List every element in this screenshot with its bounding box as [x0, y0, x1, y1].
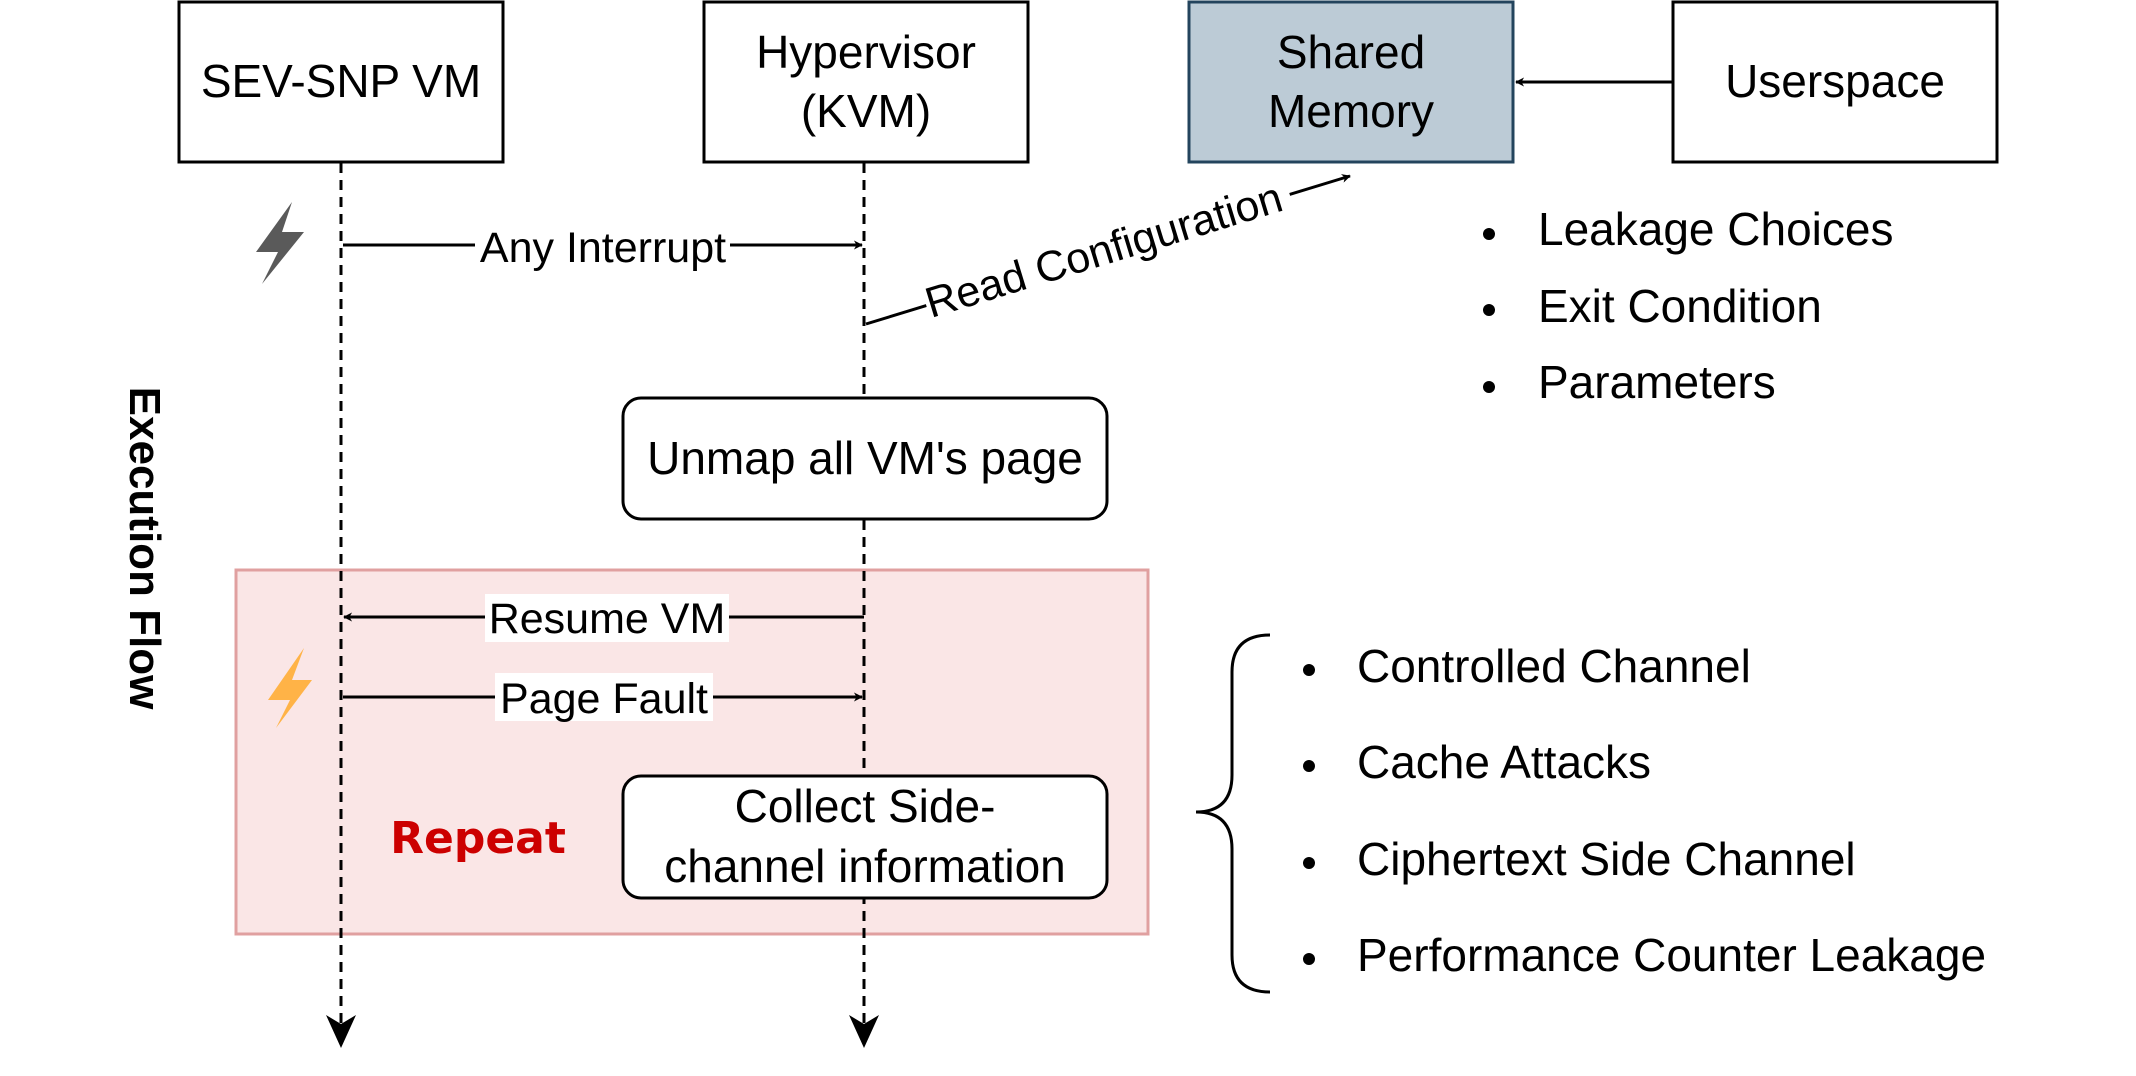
hypervisor-label-line2: (KVM) [801, 85, 931, 137]
vm-actor-label: SEV-SNP VM [201, 55, 481, 107]
page-fault-message: Page Fault [343, 673, 863, 723]
shared-memory-label-line1: Shared [1277, 26, 1425, 78]
read-configuration-label: Read Configuration [920, 173, 1288, 327]
userspace-box: Userspace [1671, 0, 1999, 164]
config-item-exit-condition: Exit Condition [1538, 280, 1822, 332]
channel-item-controlled: Controlled Channel [1357, 640, 1751, 692]
collect-step-label-line2: channel information [664, 840, 1065, 892]
shared-memory-label-line2: Memory [1268, 85, 1434, 137]
resume-vm-label: Resume VM [489, 595, 726, 643]
bullet-marker [1483, 381, 1495, 393]
channel-list: Controlled Channel Cache Attacks Ciphert… [1303, 640, 1986, 981]
page-fault-label: Page Fault [500, 675, 708, 723]
config-item-leakage-choices: Leakage Choices [1538, 203, 1893, 255]
resume-vm-message: Resume VM [343, 594, 864, 643]
bullet-marker [1303, 760, 1315, 772]
collect-step-box: Collect Side- channel information [621, 774, 1109, 900]
vm-actor-box: SEV-SNP VM [177, 0, 505, 164]
unmap-step-label: Unmap all VM's page [647, 432, 1083, 484]
channel-item-ciphertext: Ciphertext Side Channel [1357, 833, 1856, 885]
bullet-marker [1303, 664, 1315, 676]
vm-lifeline-arrowhead [326, 1015, 356, 1048]
bullet-marker [1303, 953, 1315, 965]
lightning-bolt-icon [268, 648, 312, 728]
read-configuration-message: Read Configuration [865, 167, 1351, 329]
config-list: Leakage Choices Exit Condition Parameter… [1483, 203, 1893, 408]
unmap-step-box: Unmap all VM's page [621, 396, 1109, 521]
config-item-parameters: Parameters [1538, 356, 1776, 408]
shared-memory-box: Shared Memory [1187, 0, 1515, 164]
hypervisor-actor-box: Hypervisor (KVM) [702, 0, 1030, 164]
userspace-label: Userspace [1725, 55, 1945, 107]
hypervisor-label-line1: Hypervisor [756, 26, 976, 78]
bullet-marker [1303, 857, 1315, 869]
any-interrupt-label: Any Interrupt [480, 224, 726, 272]
execution-flow-label: Execution Flow [120, 387, 169, 710]
channel-item-performance-counter: Performance Counter Leakage [1357, 929, 1986, 981]
channel-item-cache: Cache Attacks [1357, 736, 1651, 788]
hypervisor-lifeline-arrowhead [849, 1015, 879, 1048]
repeat-label: Repeat [390, 813, 566, 864]
any-interrupt-message: Any Interrupt [343, 222, 863, 272]
collect-step-label-line1: Collect Side- [735, 780, 996, 832]
lightning-bolt-icon [256, 202, 304, 284]
curly-brace [1195, 633, 1271, 994]
bullet-marker [1483, 228, 1495, 240]
bullet-marker [1483, 304, 1495, 316]
